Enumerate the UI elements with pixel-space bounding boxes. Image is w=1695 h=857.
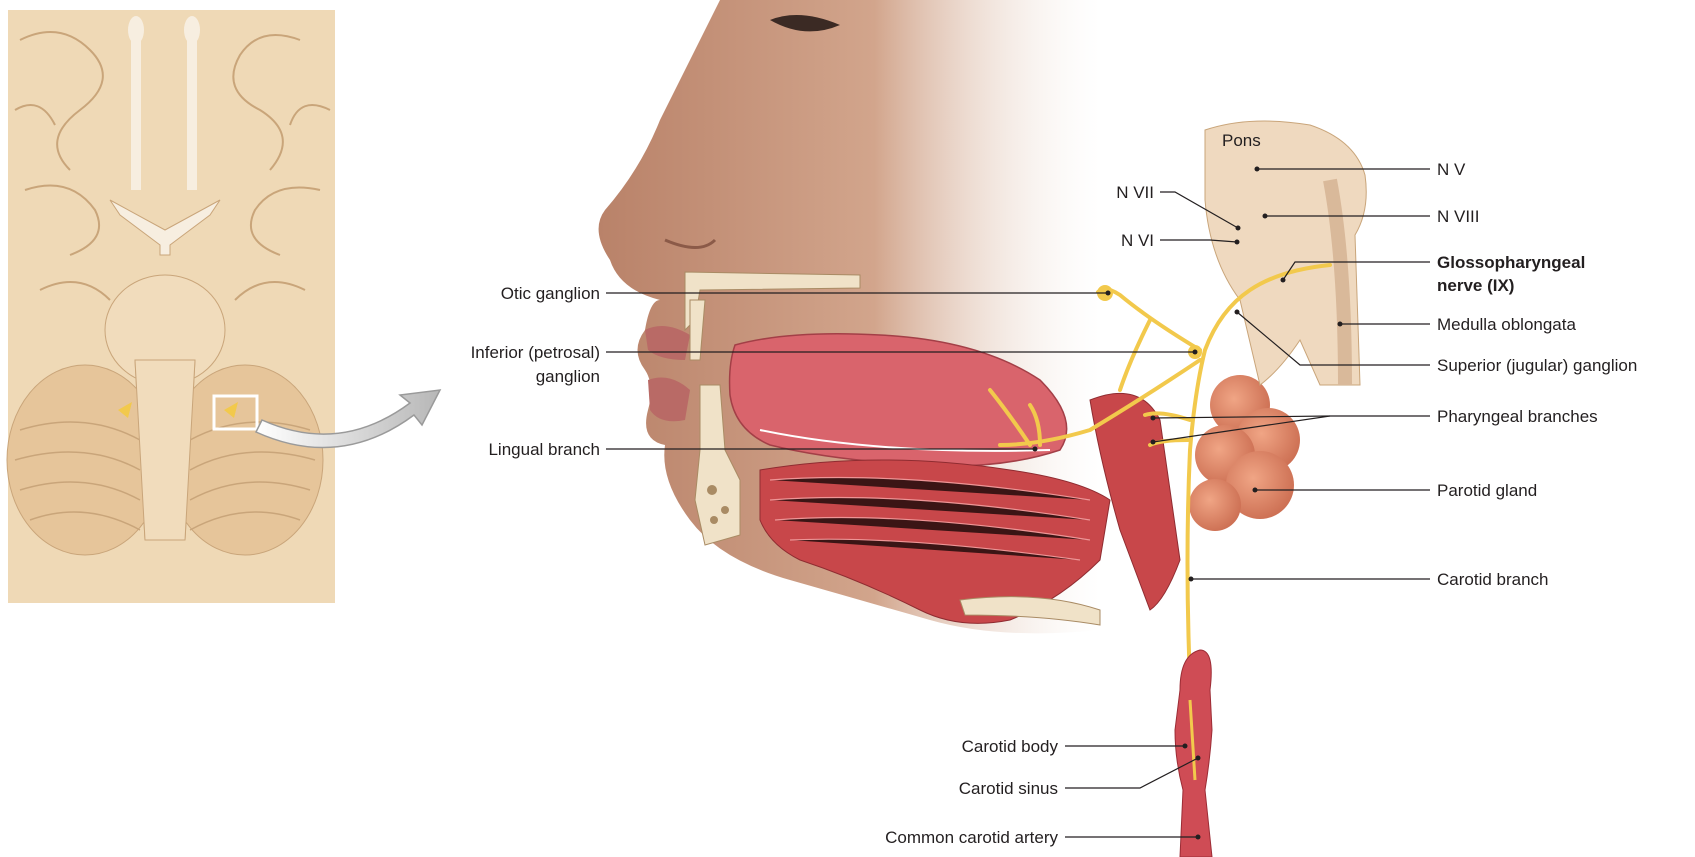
label-medulla-oblongata: Medulla oblongata [1437,315,1576,334]
label-parotid-gland: Parotid gland [1437,481,1537,500]
label-inferior-ganglion-line1: Inferior (petrosal) [471,343,600,362]
label-pharyngeal-branches: Pharyngeal branches [1437,407,1598,426]
label-n-vi: N VI [1121,231,1154,250]
nerve-loop [1120,320,1150,390]
label-otic-ganglion: Otic ganglion [501,284,600,303]
olfactory-bulb-right [184,16,200,44]
label-pons: Pons [1222,131,1261,150]
label-n-v: N V [1437,160,1466,179]
olfactory-bulb-left [128,16,144,44]
label-superior-ganglion: Superior (jugular) ganglion [1437,356,1637,375]
brain-inset [7,10,335,603]
label-common-carotid-artery: Common carotid artery [885,828,1058,847]
parotid-gland [1189,375,1300,531]
inset-medulla-front [135,360,195,540]
label-inferior-ganglion-line2: ganglion [536,367,600,386]
label-carotid-branch: Carotid branch [1437,570,1549,589]
label-n-vii: N VII [1116,183,1154,202]
label-glossopharyngeal-line2: nerve (IX) [1437,276,1514,295]
label-glossopharyngeal-line1: Glossopharyngeal [1437,253,1585,272]
label-carotid-body: Carotid body [962,737,1059,756]
label-n-viii: N VIII [1437,207,1480,226]
label-lingual-branch: Lingual branch [488,440,600,459]
brainstem [1205,121,1366,385]
label-carotid-sinus: Carotid sinus [959,779,1058,798]
